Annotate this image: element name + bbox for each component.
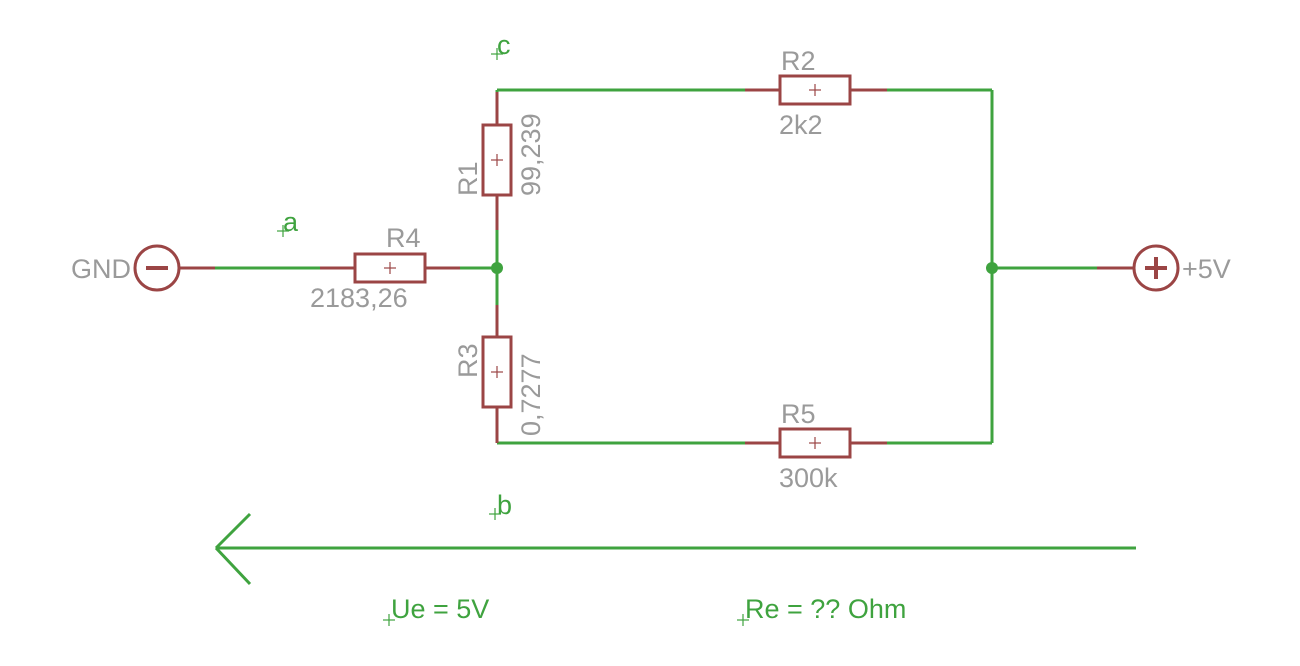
node-label-a: a xyxy=(283,207,299,237)
r3-value: 0,7277 xyxy=(516,353,546,436)
r5-value: 300k xyxy=(779,463,838,493)
r2-value: 2k2 xyxy=(779,110,823,140)
node-label-c: c xyxy=(497,30,511,60)
r5-name: R5 xyxy=(781,399,816,429)
node-label-b: b xyxy=(497,490,512,520)
text-origin-marks xyxy=(277,48,749,626)
gnd-label: GND xyxy=(71,254,131,284)
r1-name: R1 xyxy=(453,161,483,196)
vplus-label: +5V xyxy=(1182,254,1231,284)
vplus-supply-symbol xyxy=(1097,244,1180,292)
r1-value: 99,239 xyxy=(516,113,546,196)
r3-name: R3 xyxy=(453,343,483,378)
r4-value: 2183,26 xyxy=(310,283,408,313)
r2-name: R2 xyxy=(781,46,816,76)
re-note: Re = ?? Ohm xyxy=(745,594,906,624)
direction-arrow xyxy=(214,512,1136,586)
resistor-r1 xyxy=(481,92,513,230)
gnd-supply-symbol xyxy=(133,244,215,292)
r4-name: R4 xyxy=(386,223,421,253)
junction-right xyxy=(986,262,998,274)
junction-left xyxy=(491,262,503,274)
resistor-r2 xyxy=(745,74,887,106)
resistor-r3 xyxy=(481,305,513,443)
resistor-r5 xyxy=(745,427,887,459)
resistor-r4 xyxy=(320,252,460,284)
ue-note: Ue = 5V xyxy=(391,594,489,624)
